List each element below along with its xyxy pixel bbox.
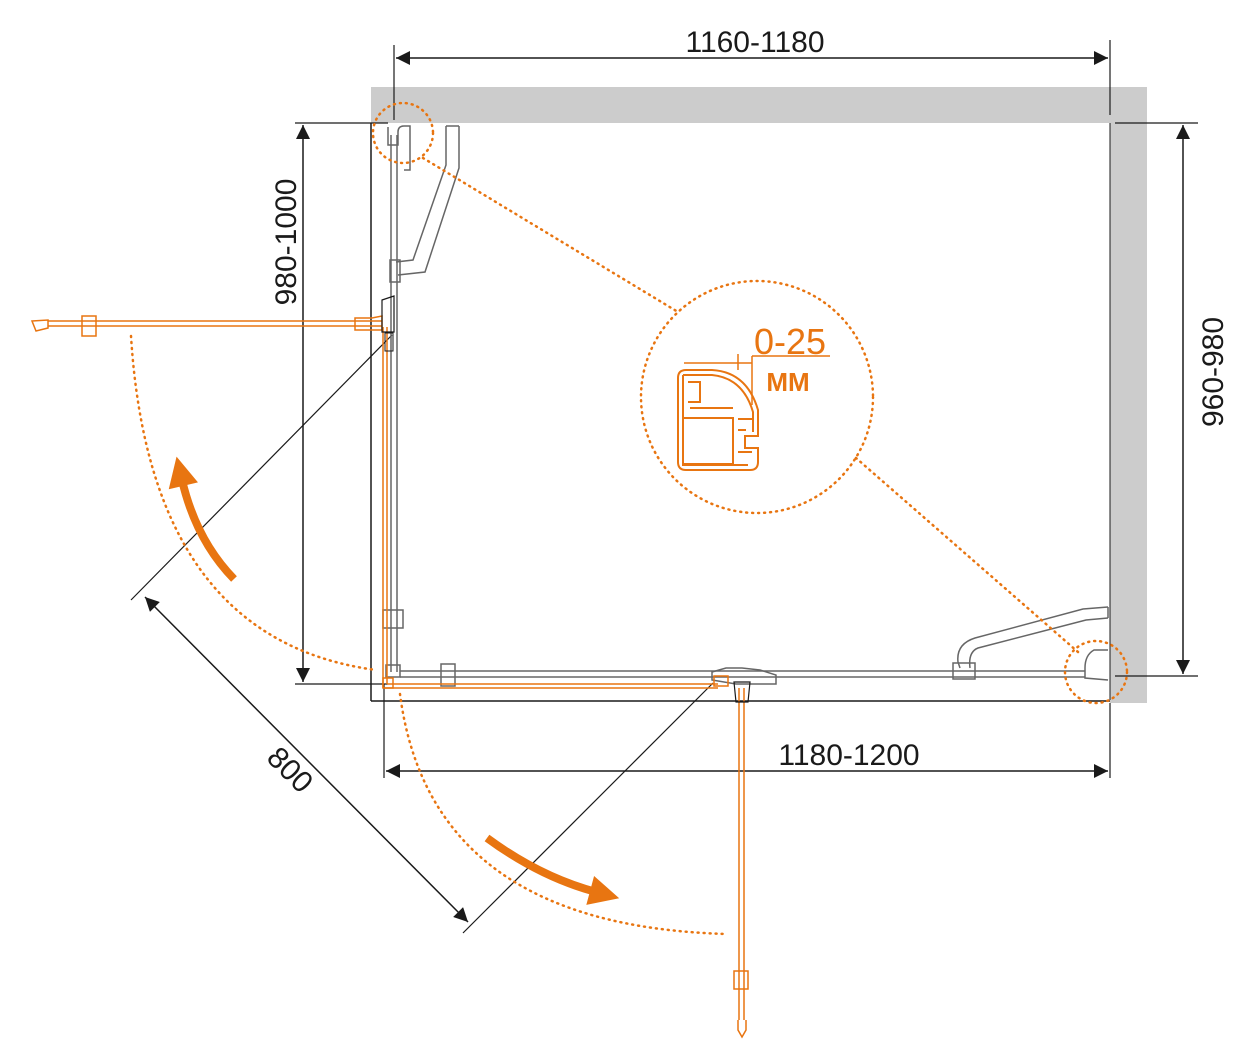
left-stabilizer-bar [395,125,460,276]
left-panel [382,125,411,678]
direction-arrows [168,456,620,905]
left-depth-label: 980-1000 [270,179,303,306]
detail-adjustment-label: 0-25 [754,321,826,362]
left-panel-top-clamp [389,259,401,283]
bottom-door-direction-arrow [484,834,620,905]
left-door-swing-arc [129,334,378,672]
bottom-door-swing-arc [398,692,729,936]
corner-detail-callouts [371,101,1129,705]
dimension-door-width: 800 [130,334,714,934]
dimension-right-depth: 960-980 [1115,122,1230,677]
bottom-panel-clamp [952,662,976,680]
sliding-frame [382,327,729,689]
dimension-top-width: 1160-1180 [393,26,1111,120]
wall-right [1110,87,1147,703]
right-wall-profile [1084,649,1109,681]
bottom-width-label: 1180-1200 [778,739,919,772]
detail-unit-label: MM [766,367,809,397]
dimension-bottom-width: 1180-1200 [383,684,1111,778]
detail-profile [677,369,759,471]
door-width-arrow [144,596,469,923]
right-stabilizer-bar [957,606,1109,669]
bottom-right-corner-circle [1063,639,1129,705]
walls [370,87,1147,703]
profile-outline [677,369,759,471]
swing-arcs [129,334,729,936]
right-depth-label: 960-980 [1197,317,1230,427]
bottom-door-open [733,681,751,1039]
detail-dimension [684,354,830,405]
top-left-corner-circle [371,101,435,165]
wall-top [371,87,1147,123]
door-width-label: 800 [260,741,319,800]
top-width-label: 1160-1180 [685,26,824,59]
detail-magnifier-circle [639,279,875,515]
left-door-direction-arrow [168,456,237,582]
bottom-panel [400,649,1109,687]
left-door-open [30,295,395,352]
left-panel-bottom-clamp [382,609,404,629]
